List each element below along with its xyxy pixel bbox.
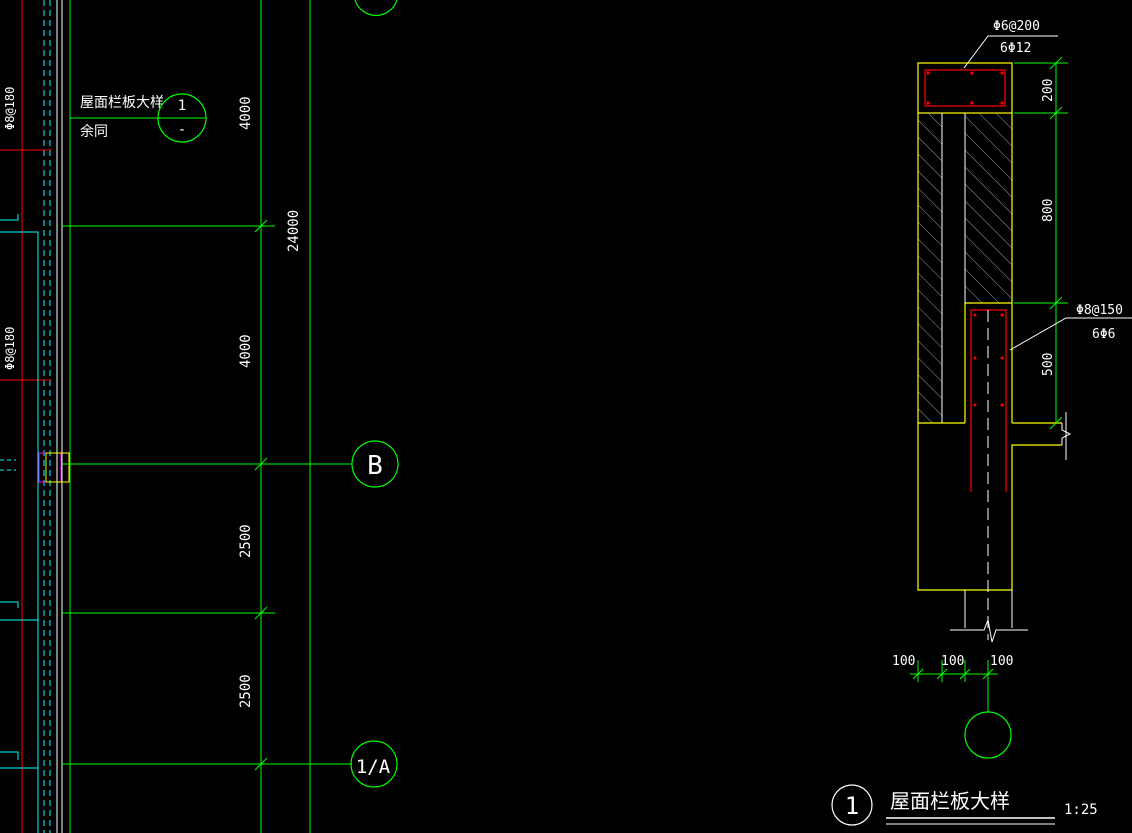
mid-rebar-leader	[1009, 317, 1132, 351]
dim-height-800: 800	[1041, 199, 1056, 222]
cap-beam-stirrup	[924, 69, 1006, 107]
horizontal-dim-chain	[910, 660, 998, 712]
masonry-hatch-left	[918, 113, 942, 423]
cap-beam-bars	[926, 71, 1004, 105]
dim-height-200: 200	[1041, 79, 1056, 102]
mid-rebar-stirrup: Φ8@150	[1076, 303, 1123, 318]
dim-height-500: 500	[1041, 353, 1056, 376]
column-outline	[45, 452, 70, 483]
grid-bubble-1a-label: 1/A	[356, 756, 391, 778]
dim-2500-upper: 2500	[238, 524, 254, 558]
grid-bubble-b-label: B	[367, 451, 383, 481]
parapet-section: 200 800 500 Φ6@200 6Φ12 Φ8@150 6Φ6 100 1…	[892, 19, 1132, 759]
column-break-bottom	[950, 618, 1028, 643]
grid-bubble-1a	[350, 740, 398, 788]
detail-title-scale: 1:25	[1064, 802, 1098, 818]
dim-4000: 4000	[238, 334, 254, 368]
cyan-beam-details	[0, 214, 39, 833]
detail-title-block: 1 屋面栏板大样 1:25	[831, 784, 1098, 826]
callout-sheet: -	[178, 122, 186, 138]
section-axis-bubble	[964, 711, 1012, 759]
dim-width-2: 100	[941, 654, 964, 669]
grid-lines	[62, 0, 352, 833]
dim-total-24000: 24000	[286, 210, 302, 252]
grid-bubble-b	[351, 440, 399, 488]
dim-width-3: 100	[990, 654, 1013, 669]
rebar-label-top: Φ8@180	[3, 87, 17, 130]
callout-title: 屋面栏板大样	[80, 95, 164, 111]
mid-rebar-main: 6Φ6	[1092, 327, 1115, 342]
vertical-dim-chain	[1014, 56, 1068, 430]
grid-bubble-top-partial	[354, 0, 398, 16]
rebar-label-bottom: Φ8@180	[3, 327, 17, 370]
detail-callout: 屋面栏板大样 余同 1 -	[70, 93, 207, 143]
dim-top-4000: 4000	[238, 96, 254, 130]
top-rebar-stirrup: Φ6@200	[993, 19, 1040, 34]
top-rebar-main: 6Φ12	[1000, 41, 1031, 56]
detail-title-name: 屋面栏板大样	[890, 789, 1010, 813]
dim-width-1: 100	[892, 654, 915, 669]
detail-title-bubble	[831, 784, 873, 826]
detail-title-number: 1	[845, 792, 859, 820]
slab-break-right	[1061, 423, 1072, 445]
wall-lines	[0, 0, 71, 833]
dim-2500-lower: 2500	[238, 674, 254, 708]
callout-subtitle: 余同	[80, 123, 108, 140]
masonry-hatch-right	[965, 113, 1012, 303]
callout-bubble	[157, 93, 207, 143]
callout-detail-number: 1	[178, 98, 186, 114]
dimension-ticks	[254, 219, 268, 771]
column-marker	[38, 452, 62, 483]
mid-rebar-bars	[973, 313, 1004, 407]
top-rebar-leader	[963, 35, 1058, 69]
